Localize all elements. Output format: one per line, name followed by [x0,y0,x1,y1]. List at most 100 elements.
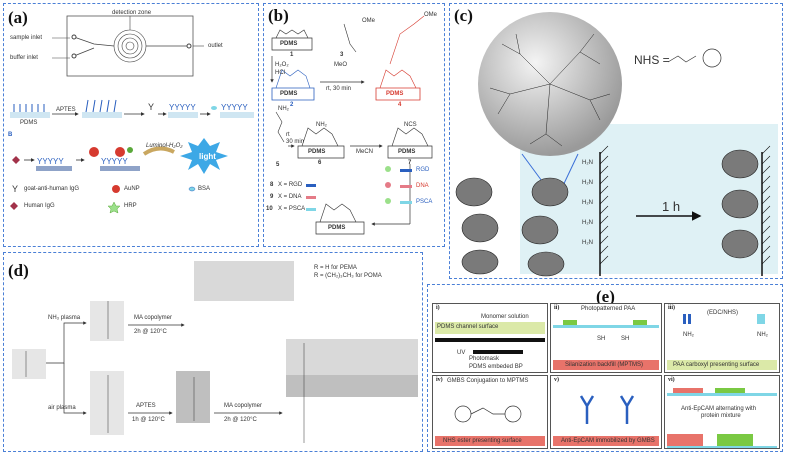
svg-text:YYYYY: YYYYY [37,157,64,166]
chip-schematic [52,15,204,77]
antibody-b [757,314,765,324]
pdms-4: PDMS [386,91,404,97]
nh2-a: NH₂ [683,332,694,338]
paa-pad-right [633,320,647,325]
photomask-bar [473,350,523,354]
legend-goat: goat-anti-human IgG [24,186,80,192]
nhs-label: NHS = [634,53,670,67]
nh2-label-6: NH₂ [316,122,327,128]
panel-b: (b) [263,3,445,247]
hcl-label: HCl [275,70,285,76]
vi-text-2: protein mixture [701,413,741,419]
panel-a-label: (a) [8,8,28,27]
x10-label: X = PSCA [278,206,306,212]
compound-10: 10 [266,206,273,212]
panel-c: (c) [449,3,783,279]
compound-7: 7 [408,160,412,166]
h2n-5: H₂N [582,240,593,246]
time-label: 1 h [662,199,681,214]
gmbs-title: GMBS Conjugation to MPTMS [447,378,529,384]
vi-pad-1 [673,388,703,393]
compound-3: 3 [340,52,344,58]
h2o2-label: H₂O₂ [275,62,289,68]
antibody-a [683,314,691,324]
outlet-label: outlet [208,43,223,49]
nh2-b: NH₂ [757,332,768,338]
step-iii: iii) (EDC/NHS) NH₂ NH₂ PAA carboxyl pres… [664,303,780,373]
legend-hrp: HRP [124,203,137,209]
paa-carb-bar [667,360,777,370]
paa-pad-left [563,320,577,325]
antibody-pair [579,395,635,424]
svg-text:Y: Y [148,102,154,112]
detection-zone-label: detection zone [112,10,152,16]
vi-block-2 [717,434,753,446]
x9-label: X = DNA [278,194,302,200]
vi-substrate-top [667,393,777,396]
edc-label: (EDC/NHS) [707,310,738,316]
step-vi: vi) Anti-EpCAM alternating with protein … [664,375,780,449]
bp-bar [435,338,545,342]
compound-4: 4 [398,102,402,108]
ma-copolymer-1: MA copolymer [134,315,173,321]
svg-text:YYYYY: YYYYY [169,103,196,112]
h2n-3: H₂N [582,200,593,206]
silanization-label: Silanization backfill (MPTMS) [565,362,644,368]
legend-symbols-a: Y [10,184,196,214]
step-i: i) Monomer solution PDMS channel surface… [432,303,548,373]
pdms-2: PDMS [280,91,298,97]
step-vi-num: vi) [668,377,675,383]
uv-label: UV [457,350,466,356]
rgd-label: RGD [416,167,430,173]
light-label: light [199,152,216,161]
buffer-inlet-label: buffer inlet [10,55,38,61]
cond-3: 2h @ 120°C [224,417,257,423]
svg-text:YYYYY: YYYYY [101,157,128,166]
aptes-label-a: APTES [56,107,76,113]
vi-block-1 [667,434,703,446]
step-v-num: v) [554,377,559,383]
rt-label: rt [286,132,290,138]
panel-d: (d) R = H for PEMA R = (CH₂)₃CH₃ for POM… [3,252,423,452]
nhs-ester-bar [435,436,545,446]
pdms-1: PDMS [280,41,298,47]
legend-pema: R = H for PEMA [314,265,357,271]
silanization-bar [553,360,659,370]
pdms-6: PDMS [308,149,326,155]
gmbs-structures [454,405,522,423]
sh-1: SH [597,336,606,342]
aptes-label-d: APTES [136,403,156,409]
step-iv-num: iv) [436,377,443,383]
paa-carb-label: PAA carboxyl presenting surface [673,362,760,368]
panel-b-label: (b) [268,6,289,25]
x8-label: X = RGD [278,182,303,188]
compound-5: 5 [276,162,280,168]
psca-label: PSCA [416,199,433,205]
compound-9: 9 [270,194,274,200]
pdms-final: PDMS [328,225,346,231]
channel-surface-bar [435,322,545,334]
h2n-1: H₂N [582,160,593,166]
nh2-label-5: NH₂ [278,106,289,112]
panel-a: (a) detection zone sample inlet buffer i… [3,3,259,247]
legend-poma: R = (CH₂)₃CH₃ for POMA [314,273,382,279]
channel-label: PDMS channel surface [437,324,499,330]
compound-8: 8 [270,182,274,188]
monomer-label: Monomer solution [481,314,529,320]
pdms-modification-scheme [12,261,418,443]
step-ii: ii) Photopatterned PAA SH SH Silanizatio… [550,303,662,373]
label-meo: MeO [334,62,348,68]
assay-steps: YYYYY YYYYY [12,138,228,174]
compound-6: 6 [318,160,322,166]
anti-epcam-bar [553,436,659,446]
cond-1: 2h @ 120°C [134,329,167,335]
panel-c-label: (c) [454,6,473,25]
sh-2: SH [621,336,630,342]
assay-b-label: B [8,132,13,138]
vi-text-1: Anti-EpCAM alternating with [681,406,757,412]
legend-aunp: AuNP [124,186,140,192]
rt30-label: rt, 30 min [326,86,352,92]
legend-bsa: BSA [198,186,211,192]
surface-steps: Y YYYYY YYYYY [10,99,254,118]
luminol-label: Luminol-H₂O₂ [146,143,183,149]
